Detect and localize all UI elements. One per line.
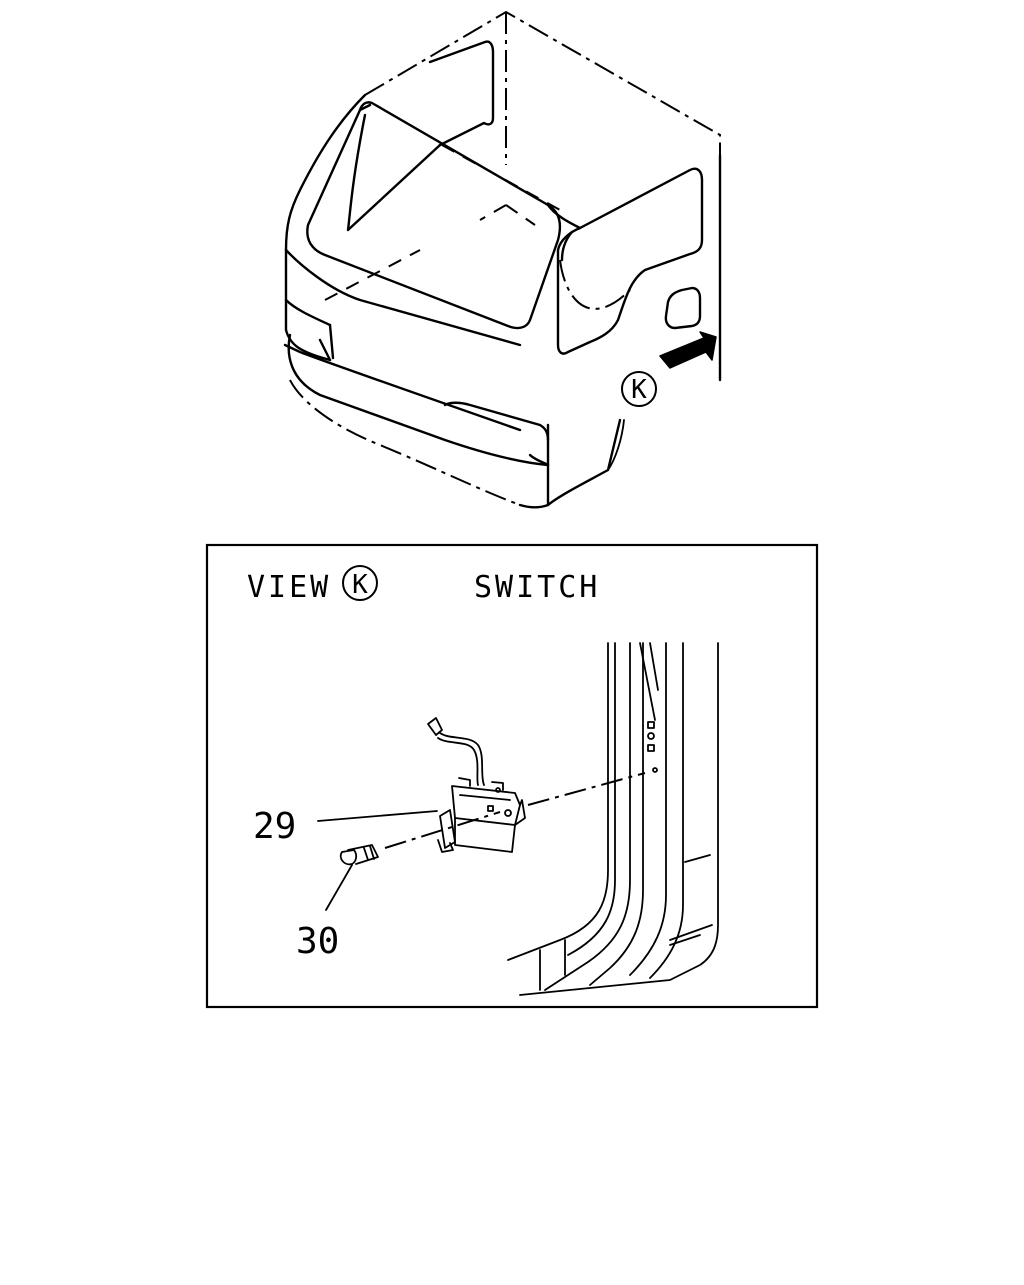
switch-part-29 <box>427 717 526 853</box>
cab-door-window <box>546 153 722 382</box>
view-direction-arrow-icon <box>659 331 717 369</box>
door-switch-location <box>664 286 702 330</box>
cab-rear-window <box>428 40 495 147</box>
part-number-30: 30 <box>296 921 339 962</box>
view-marker-letter: K <box>631 375 647 405</box>
view-marker-k: K <box>607 371 657 471</box>
cab-windshield <box>306 101 562 330</box>
cab-body <box>283 93 622 509</box>
detail-header: VIEW K SWITCH <box>247 565 600 605</box>
door-frame-pillar <box>507 642 719 996</box>
screw-part-30 <box>339 844 379 866</box>
section-title: SWITCH <box>474 570 600 605</box>
part-number-29: 29 <box>253 806 296 847</box>
view-k-detail-panel: VIEW K SWITCH <box>205 543 819 1009</box>
view-letter-badge: K <box>342 565 378 601</box>
detail-frame <box>205 543 819 1009</box>
truck-cab-illustration: K <box>283 10 722 509</box>
part-leaders <box>317 810 438 911</box>
view-letter: K <box>352 570 368 600</box>
installation-guide-lines <box>384 772 646 849</box>
view-label: VIEW <box>247 570 331 605</box>
